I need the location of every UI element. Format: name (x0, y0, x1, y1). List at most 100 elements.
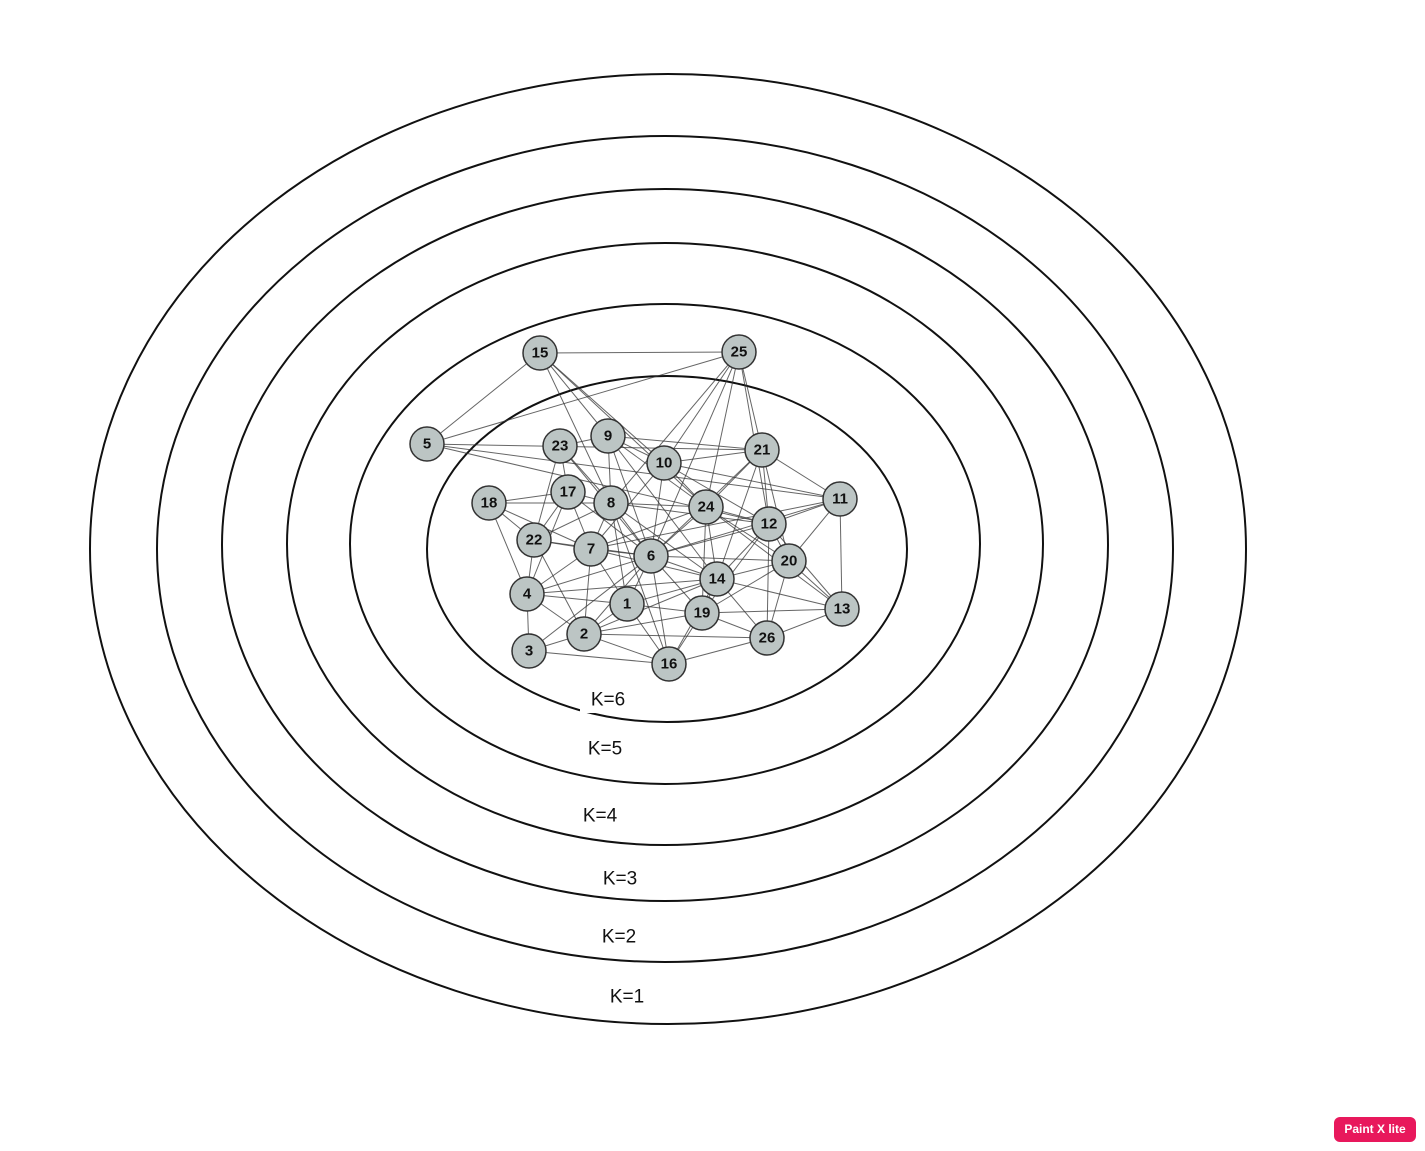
node-label-18: 18 (481, 495, 498, 512)
node-circle-13 (824, 591, 860, 627)
paint-x-lite-watermark: Paint X lite (1334, 1117, 1416, 1142)
shell-k1 (89, 73, 1247, 1025)
edge-6-20 (650, 555, 790, 562)
node-label-1: 1 (623, 596, 631, 613)
node-label-14: 14 (709, 571, 726, 588)
node-circle-8 (593, 485, 629, 521)
node-circle-17 (550, 474, 586, 510)
node-circle-22 (516, 522, 552, 558)
node-circle-24 (688, 489, 724, 525)
shell-label-k5: K=5 (588, 739, 622, 760)
node-10: 10 (646, 445, 682, 481)
edge-25-24 (705, 351, 740, 508)
edge-6-16 (650, 555, 670, 665)
node-label-8: 8 (607, 495, 615, 512)
node-circle-15 (522, 335, 558, 371)
edge-2-19 (583, 612, 703, 635)
edge-2-26 (583, 633, 768, 639)
edge-25-8 (610, 351, 740, 504)
edge-14-2 (583, 578, 718, 635)
edge-13-19 (701, 608, 843, 614)
node-circle-3 (511, 633, 547, 669)
edge-21-14 (716, 449, 763, 580)
shell-k5 (349, 303, 981, 785)
shell-k4 (286, 242, 1044, 846)
node-26: 26 (749, 620, 785, 656)
node-circle-20 (771, 543, 807, 579)
node-1: 1 (609, 586, 645, 622)
node-21: 21 (744, 432, 780, 468)
shell-k6 (426, 375, 908, 723)
shell-k3 (221, 188, 1109, 902)
shell-label-bg-k2 (591, 924, 647, 950)
node-circle-5 (409, 426, 445, 462)
edge-15-9 (539, 352, 609, 437)
edge-12-6 (650, 523, 770, 557)
shell-label-bg-k3 (592, 866, 648, 892)
edge-11-7 (590, 498, 841, 550)
node-circle-25 (721, 334, 757, 370)
node-25: 25 (721, 334, 757, 370)
node-4: 4 (509, 576, 545, 612)
edge-4-14 (526, 578, 718, 595)
node-label-25: 25 (731, 344, 748, 361)
node-5: 5 (409, 426, 445, 462)
shells-layer (89, 73, 1247, 1025)
edge-25-5 (426, 351, 740, 445)
node-label-2: 2 (580, 626, 588, 643)
node-label-11: 11 (832, 491, 848, 508)
node-circle-18 (471, 485, 507, 521)
shell-label-bg-k6 (580, 687, 636, 713)
edge-6-4 (526, 555, 652, 595)
node-14: 14 (699, 561, 735, 597)
edge-15-25 (539, 351, 740, 354)
node-label-26: 26 (759, 630, 776, 647)
node-circle-23 (542, 428, 578, 464)
node-12: 12 (751, 506, 787, 542)
node-label-12: 12 (761, 516, 778, 533)
node-circle-9 (590, 418, 626, 454)
shell-label-k4: K=4 (583, 806, 618, 827)
shell-label-k2: K=2 (602, 927, 636, 948)
shell-labels-layer: K=1K=2K=3K=4K=5K=6 (572, 687, 655, 1010)
edge-11-13 (839, 498, 843, 610)
shell-label-bg-k1 (599, 984, 655, 1010)
node-19: 19 (684, 595, 720, 631)
edge-3-16 (528, 650, 670, 665)
node-18: 18 (471, 485, 507, 521)
edge-9-14 (607, 435, 718, 580)
node-circle-10 (646, 445, 682, 481)
node-13: 13 (824, 591, 860, 627)
node-3: 3 (511, 633, 547, 669)
edge-25-10 (663, 351, 740, 464)
node-6: 6 (633, 538, 669, 574)
node-circle-16 (651, 646, 687, 682)
node-23: 23 (542, 428, 578, 464)
node-circle-21 (744, 432, 780, 468)
node-8: 8 (593, 485, 629, 521)
shell-label-bg-k4 (572, 803, 628, 829)
node-circle-6 (633, 538, 669, 574)
edge-24-7 (590, 506, 707, 550)
node-label-20: 20 (781, 553, 798, 570)
node-label-3: 3 (525, 643, 533, 660)
node-17: 17 (550, 474, 586, 510)
node-label-7: 7 (587, 541, 595, 558)
edge-15-10 (539, 352, 665, 464)
node-circle-11 (822, 481, 858, 517)
node-20: 20 (771, 543, 807, 579)
node-circle-26 (749, 620, 785, 656)
node-label-4: 4 (523, 586, 532, 603)
node-label-21: 21 (754, 442, 771, 459)
node-label-9: 9 (604, 428, 612, 445)
node-15: 15 (522, 335, 558, 371)
node-label-23: 23 (552, 438, 569, 455)
node-circle-19 (684, 595, 720, 631)
edge-11-6 (650, 498, 841, 557)
node-label-17: 17 (560, 484, 577, 501)
edge-14-13 (716, 578, 843, 610)
node-label-5: 5 (423, 436, 431, 453)
node-circle-12 (751, 506, 787, 542)
shell-label-k6: K=6 (591, 690, 625, 711)
